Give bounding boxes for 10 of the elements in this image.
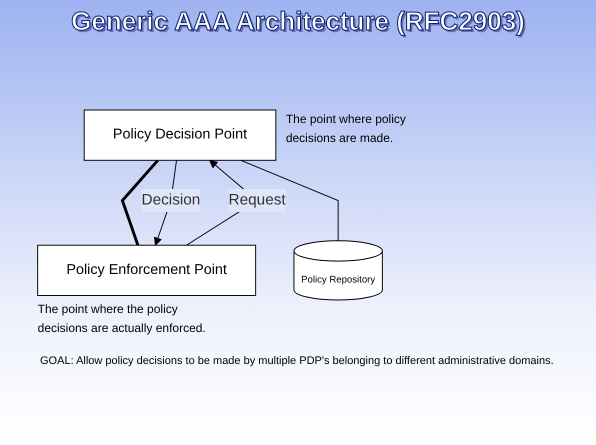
node-box: Policy Decision Point — [84, 110, 276, 161]
node-caption: The point where the policy decisions are actually enforced. — [38, 300, 207, 337]
edge-label: Request — [228, 192, 286, 208]
connector — [120, 159, 159, 246]
note-text: GOAL: Allow policy decisions to be made by multiple PDP's belonging to different administrative domains. — [40, 355, 555, 367]
slide-title: Generic AAA Architecture (RFC2903) — [70, 6, 526, 37]
connector — [240, 160, 339, 242]
node-caption: The point where policy decisions are made. — [286, 111, 407, 148]
edge-label: Decision — [142, 192, 200, 208]
node-box: Policy Enforcement Point — [37, 244, 256, 296]
